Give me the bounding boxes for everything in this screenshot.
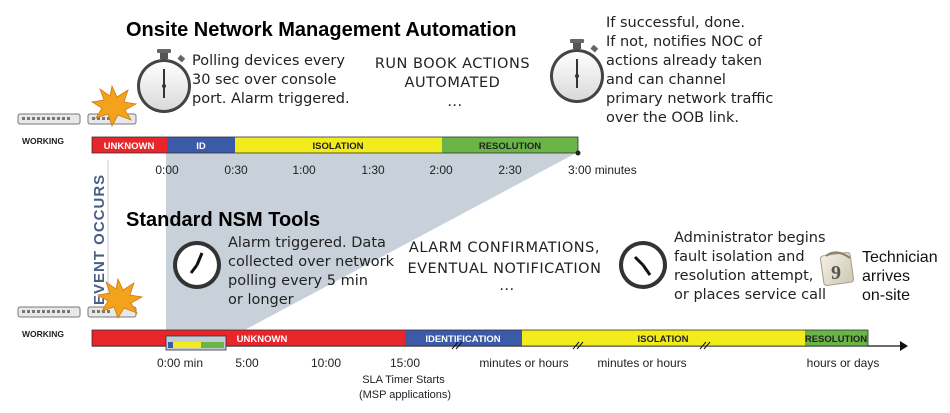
segment-label: RESOLUTION <box>479 141 541 152</box>
working-label-top: WORKING <box>22 136 64 146</box>
segment-label: ISOLATION <box>637 334 688 345</box>
tick-label: 15:00 <box>390 356 420 370</box>
alarm-burst-icon <box>96 277 144 319</box>
segment-resolution <box>805 330 868 346</box>
segment-identification <box>405 330 522 346</box>
alarm-burst-icon <box>90 84 138 127</box>
segment-id <box>167 137 235 153</box>
tick-label: 2:30 <box>498 163 522 177</box>
onsite-ticks: 0:00 0:30 1:00 1:30 2:00 2:30 3:00 minut… <box>155 163 636 177</box>
tick-label: 1:00 <box>292 163 316 177</box>
segment-resolution <box>442 137 578 153</box>
onsite-result-text: If successful, done. If not, notifies NO… <box>606 15 778 126</box>
tick-label: 1:30 <box>361 163 385 177</box>
tick-label: 10:00 <box>311 356 341 370</box>
segment-isolation <box>235 137 442 153</box>
standard-confirm-text: ALARM CONFIRMATIONS, EVENTUAL NOTIFICATI… <box>407 240 606 294</box>
stopwatch-icon <box>137 49 191 113</box>
working-label-bottom: WORKING <box>22 329 64 339</box>
tick-label: minutes or hours <box>597 356 686 370</box>
network-switch-icon <box>17 306 81 318</box>
calendar-day: 9 <box>831 262 841 284</box>
segment-isolation <box>522 330 805 346</box>
segment-label: ID <box>196 141 206 152</box>
event-occurs-label: EVENT OCCURS <box>91 174 108 305</box>
clock-icon <box>173 241 221 289</box>
network-switch-icon <box>17 113 81 125</box>
onsite-timeline: UNKNOWN ID ISOLATION RESOLUTION <box>91 136 581 156</box>
standard-alarm-text: Alarm triggered. Data collected over net… <box>228 235 399 308</box>
onsite-title: Onsite Network Management Automation <box>126 19 516 41</box>
zoom-projection <box>166 152 578 340</box>
segment-label: RESOLUTION <box>805 334 867 345</box>
tick-label: 0:00 min <box>157 356 203 370</box>
tick-label: 5:00 <box>235 356 259 370</box>
stopwatch-icon <box>550 39 604 103</box>
segment-unknown <box>92 137 167 153</box>
standard-ticks: 0:00 min 5:00 10:00 15:00 minutes or hou… <box>157 356 879 370</box>
segment-label: UNKNOWN <box>237 334 288 345</box>
sla-timer-text: SLA Timer Starts (MSP applications) <box>359 374 451 401</box>
standard-title: Standard NSM Tools <box>126 209 320 231</box>
segment-label: ISOLATION <box>312 141 363 152</box>
tick-label: 2:00 <box>429 163 453 177</box>
clock-icon <box>619 241 667 289</box>
segment-label: IDENTIFICATION <box>425 334 500 345</box>
standard-admin-text: Administrator begins fault isolation and… <box>674 230 830 303</box>
technician-text: Technician arrives on-site <box>862 249 942 304</box>
onsite-polling-text: Polling devices every 30 sec over consol… <box>192 53 350 107</box>
calendar-icon: 9 <box>819 251 855 287</box>
runbook-text: RUN BOOK ACTIONS AUTOMATED ... <box>375 56 535 110</box>
tick-label: minutes or hours <box>479 356 568 370</box>
segment-label: UNKNOWN <box>104 141 155 152</box>
standard-timeline: UNKNOWN IDENTIFICATION ISOLATION RESOLUT… <box>91 329 908 351</box>
tick-label: hours or days <box>807 356 880 370</box>
tick-label: 0:00 <box>155 163 179 177</box>
tick-label: 0:30 <box>224 163 248 177</box>
tick-label: 3:00 minutes <box>568 163 637 177</box>
